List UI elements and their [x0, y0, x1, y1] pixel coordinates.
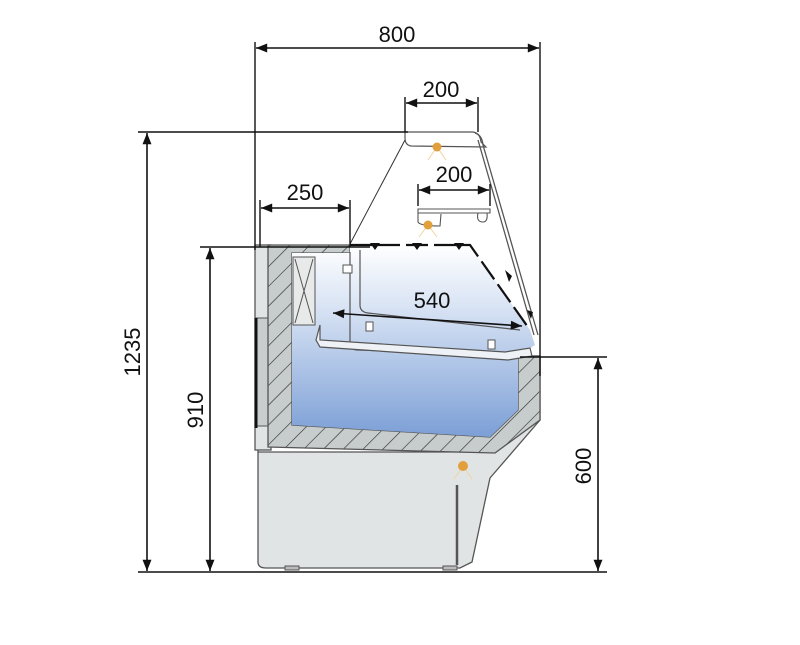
lamp-shelf: [418, 220, 438, 238]
dim-line-540: [332, 309, 523, 330]
display-tray: [315, 324, 533, 361]
lamp-base: [453, 461, 473, 480]
foot-right: [442, 565, 458, 571]
dim-label-540: 540: [414, 288, 451, 313]
display-well: [292, 245, 535, 437]
lamp-canopy: [427, 142, 447, 161]
air-curtain-line: [350, 243, 531, 331]
foot-left: [284, 565, 300, 571]
tray-clip-left: [365, 321, 374, 332]
dim-label-1235: 1235: [120, 328, 145, 377]
evaporator-cross: [294, 258, 314, 324]
canopy: [404, 131, 488, 148]
front-glass: [474, 132, 539, 336]
dim-label-800: 800: [379, 22, 416, 47]
dim-label-250: 250: [287, 180, 324, 205]
rear-glass: [349, 139, 406, 245]
dim-label-910: 910: [183, 392, 208, 429]
dim-label-200-top: 200: [423, 77, 460, 102]
duct-clip: [342, 264, 353, 274]
tray-clip-right: [487, 339, 496, 350]
extension-lines: [138, 42, 607, 573]
dim-label-200-shelf: 200: [436, 162, 473, 187]
dim-label-600: 600: [571, 448, 596, 485]
